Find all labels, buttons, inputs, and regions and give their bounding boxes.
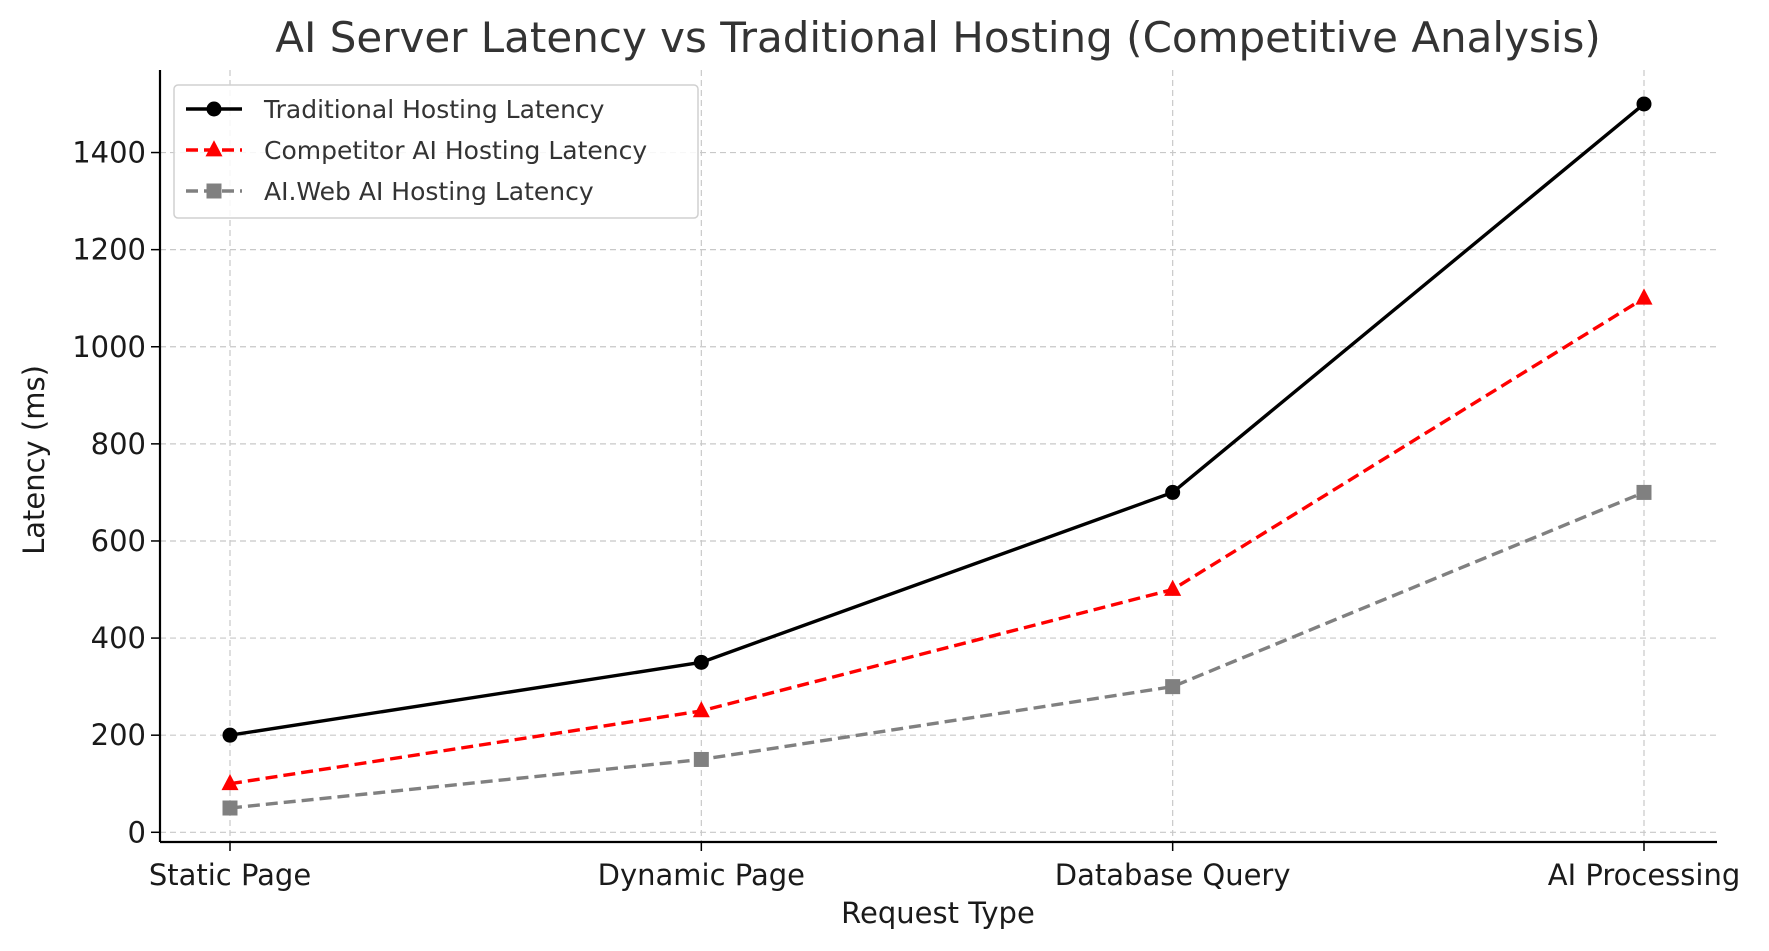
legend-marker xyxy=(206,101,222,117)
legend-item-3: AI.Web AI Hosting Latency xyxy=(186,177,594,206)
data-point xyxy=(222,800,238,816)
series-line xyxy=(229,490,1645,810)
legend-marker xyxy=(205,140,223,157)
legend-label: Traditional Hosting Latency xyxy=(263,95,605,124)
y-tick-label: 1000 xyxy=(72,330,146,364)
series-1 xyxy=(222,96,1652,743)
data-point xyxy=(222,727,238,743)
x-tick-label: Static Page xyxy=(149,858,311,892)
x-axis-title: Request Type xyxy=(841,896,1035,930)
series-lines xyxy=(221,96,1653,816)
series-3 xyxy=(222,484,1652,816)
legend-item-2: Competitor AI Hosting Latency xyxy=(186,136,647,165)
y-tick-label: 400 xyxy=(91,621,146,655)
data-point xyxy=(1165,679,1181,695)
legend-item-1: Traditional Hosting Latency xyxy=(186,95,605,124)
series-line xyxy=(229,102,1646,737)
y-tick-label: 1200 xyxy=(72,233,146,267)
legend-label: AI.Web AI Hosting Latency xyxy=(264,177,594,206)
data-point xyxy=(221,773,239,791)
y-tick-label: 800 xyxy=(91,427,146,461)
legend-marker xyxy=(206,183,222,199)
y-tick-label: 1400 xyxy=(72,136,146,170)
data-point xyxy=(1165,484,1181,500)
chart-title: AI Server Latency vs Traditional Hosting… xyxy=(275,13,1601,62)
x-tick-label: AI Processing xyxy=(1548,858,1740,892)
legend-box xyxy=(173,84,699,219)
data-point xyxy=(692,701,710,718)
data-point xyxy=(1636,484,1652,500)
data-point xyxy=(1635,288,1653,305)
y-axis-title: Latency (ms) xyxy=(17,365,51,555)
y-tick-label: 0 xyxy=(128,815,146,849)
series-line xyxy=(229,296,1645,786)
data-point xyxy=(693,654,709,670)
series-2 xyxy=(221,288,1653,791)
data-point xyxy=(1164,579,1182,596)
data-point xyxy=(693,751,709,767)
x-tick-label: Database Query xyxy=(1055,858,1291,892)
y-tick-label: 200 xyxy=(91,718,146,752)
axes xyxy=(151,70,1717,851)
legend-label: Competitor AI Hosting Latency xyxy=(264,136,647,165)
x-tick-label: Dynamic Page xyxy=(598,858,805,892)
data-point xyxy=(1636,96,1652,112)
y-tick-label: 600 xyxy=(91,524,146,558)
